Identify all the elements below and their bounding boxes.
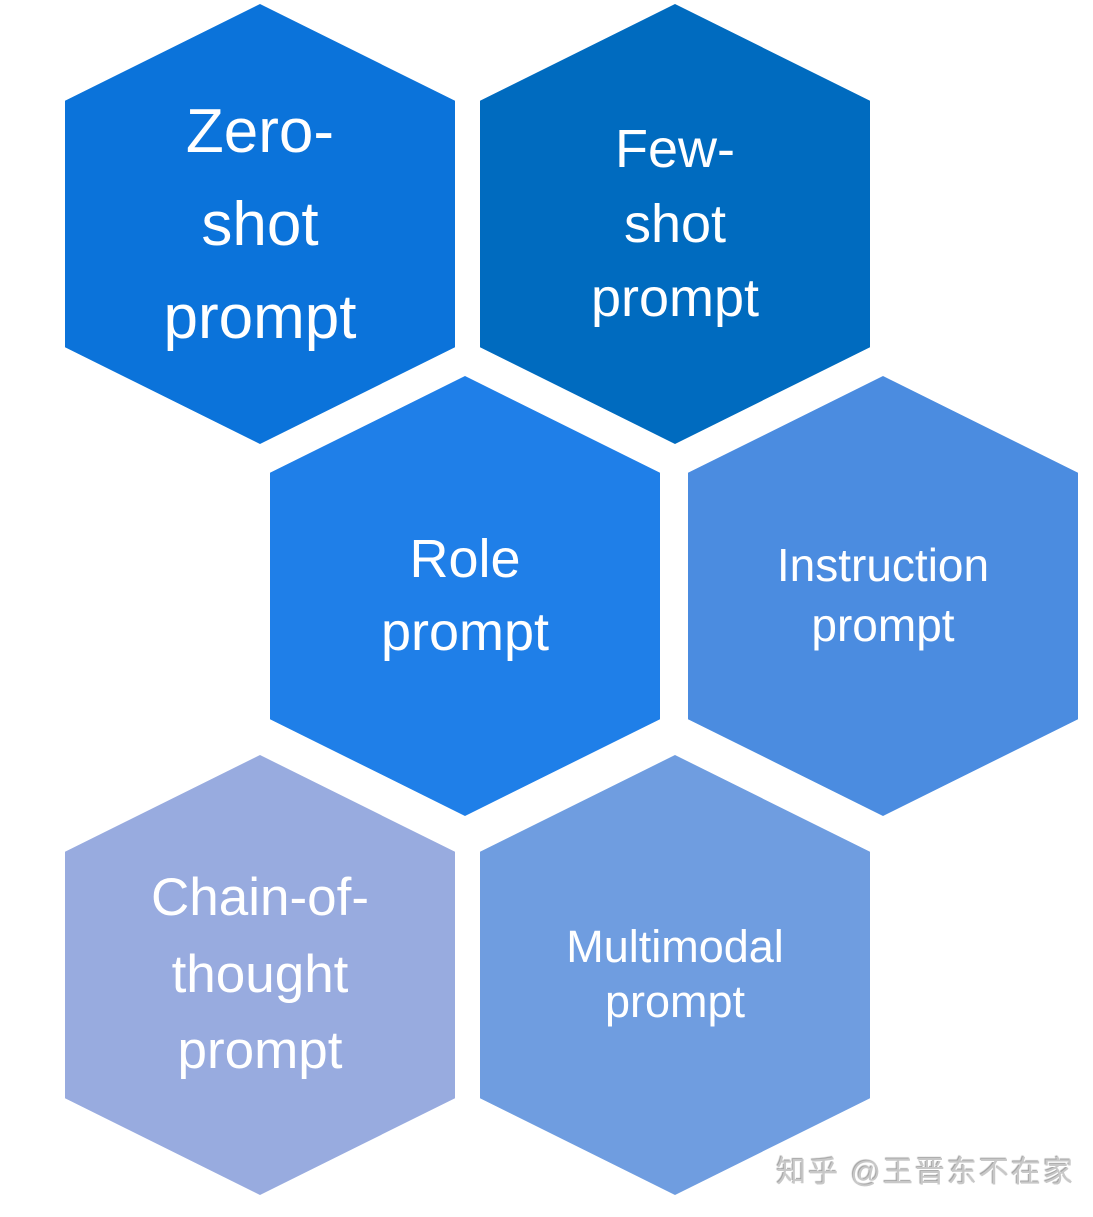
zhihu-watermark: 知乎 @王晋东不在家 — [776, 1156, 1075, 1189]
hexagon-zero-shot-prompt: Zero- shot prompt — [65, 4, 455, 444]
hexagon-role-label: Role prompt — [380, 529, 550, 662]
hexagon-instruction-prompt: Instruction prompt — [688, 376, 1078, 816]
hexagon-role-prompt: Role prompt — [270, 376, 660, 816]
hexagon-zero-shot-label: Zero- shot prompt — [163, 96, 357, 352]
hexagon-chain-of-thought-prompt: Chain-of- thought prompt — [65, 755, 455, 1195]
hexagon-multimodal-prompt: Multimodal prompt — [480, 755, 870, 1195]
hexagon-few-shot-label: Few- shot prompt — [590, 119, 760, 329]
hexagon-few-shot-prompt: Few- shot prompt — [480, 4, 870, 444]
hexagon-chain-of-thought-label: Chain-of- thought prompt — [151, 867, 369, 1081]
hexagon-multimodal-label: Multimodal prompt — [566, 921, 784, 1027]
hexagon-instruction-label: Instruction prompt — [776, 539, 990, 651]
